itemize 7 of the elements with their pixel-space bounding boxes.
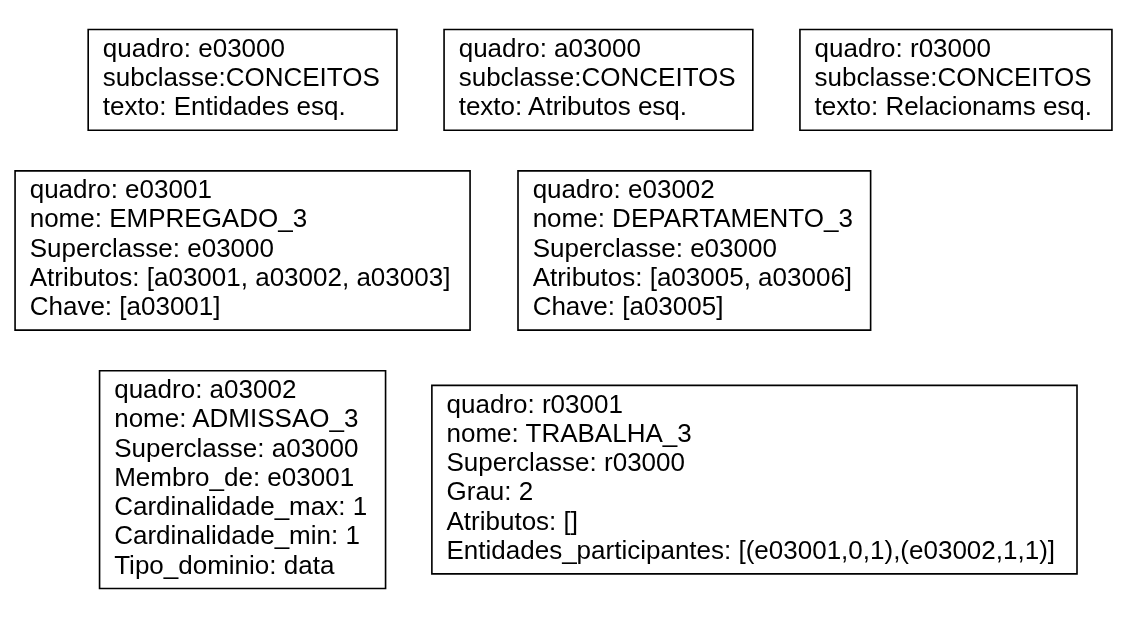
node-box: quadro: e03000 subclasse:CONCEITOS texto: Entidades esq. xyxy=(87,28,398,132)
node-box: quadro: r03001 nome: TRABALHA_3 Superclasse: r03000 Grau: 2 Atributos: [] Entidades_participantes: [(e03001,0,1),(e03002,1,1)] xyxy=(431,384,1078,575)
node-box: quadro: e03001 nome: EMPREGADO_3 Superclasse: e03000 Atributos: [a03001, a03002, a03003] Chave: [a03001] xyxy=(14,170,471,331)
node-box: quadro: e03002 nome: DEPARTAMENTO_3 Superclasse: e03000 Atributos: [a03005, a03006] Chave: [a03005] xyxy=(517,170,872,331)
node-box: quadro: r03000 subclasse:CONCEITOS texto: Relacionams esq. xyxy=(799,28,1113,132)
node-box: quadro: a03000 subclasse:CONCEITOS texto: Atributos esq. xyxy=(443,28,754,132)
node-box: quadro: a03002 nome: ADMISSAO_3 Superclasse: a03000 Membro_de: e03001 Cardinalidade_max: 1 Cardinalidade_min: 1 Tipo_dominio: data xyxy=(98,369,387,590)
